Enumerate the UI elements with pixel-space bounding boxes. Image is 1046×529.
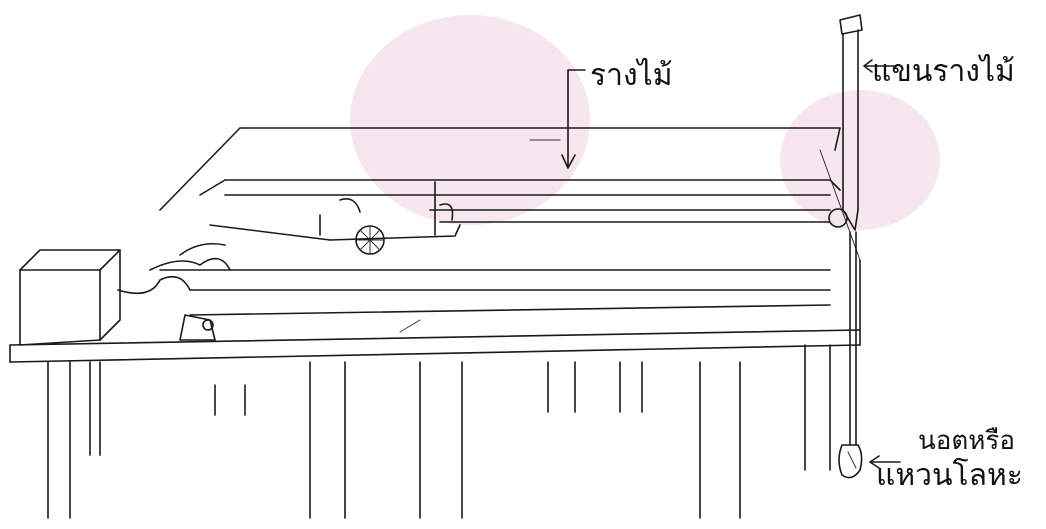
metal-washer-label: แหวนโลหะ (876, 458, 1023, 493)
table-top (9, 127, 861, 363)
wooden-rail-drawing (159, 179, 841, 333)
nut-washer-drawing (838, 444, 863, 479)
cart-drawing (329, 198, 461, 255)
wooden-rail-label: รางไม้ (590, 58, 673, 93)
label-leaders (561, 59, 901, 469)
table-legs (47, 344, 831, 519)
motor-box (19, 242, 231, 346)
watermark-seal (350, 15, 940, 230)
rail-arm-drawing (828, 14, 863, 446)
nut-label: นอตหรือ (918, 426, 1015, 456)
rail-arm-label: แขนรางไม้ (872, 54, 1015, 89)
